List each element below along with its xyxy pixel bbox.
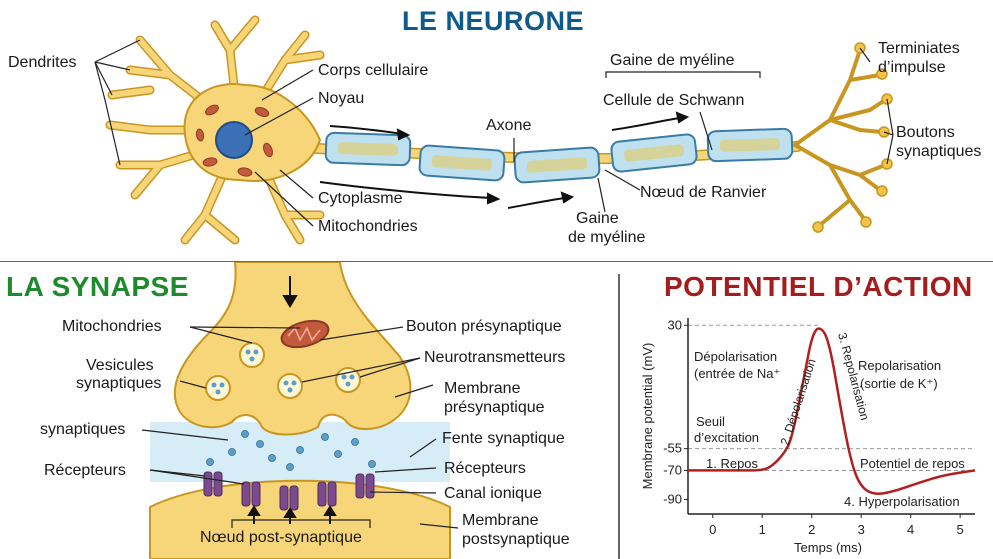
x-tick-label: 1 — [759, 522, 766, 537]
label-terminals-2: d’impulse — [878, 59, 946, 76]
label-syn-mitochondria: Mitochondries — [62, 318, 162, 335]
action-potential-title: POTENTIEL D’ACTION — [664, 271, 973, 302]
x-tick-label: 2 — [808, 522, 815, 537]
label-boutons-1: Boutons — [896, 124, 955, 141]
label-syn-neurotransmitters: Neurotransmetteurs — [424, 349, 566, 366]
y-tick-label: -55 — [663, 441, 682, 456]
neuron-title: LE NEURONE — [402, 6, 585, 36]
label-myelin-sheath-bottom-2: de myéline — [568, 229, 646, 246]
label-syn-receptors-right: Récepteurs — [444, 460, 526, 477]
annotation-threshold-2: d’excitation — [694, 430, 759, 445]
annotation-depol-2: (entrée de Na⁺ — [694, 366, 780, 381]
annotation-threshold-1: Seuil — [696, 414, 725, 429]
label-schwann-cell: Cellule de Schwann — [603, 92, 745, 109]
annotation-repol-1: Repolarisation — [858, 358, 941, 373]
synapse-title: LA SYNAPSE — [6, 271, 189, 302]
annotation-rest-potential: Potentiel de repos — [860, 456, 965, 471]
x-tick-label: 0 — [709, 522, 716, 537]
neuron-illustration — [0, 15, 993, 262]
y-tick-label: -70 — [663, 462, 682, 477]
annotation-depol-phase: 2. Dépolarisation — [778, 357, 819, 447]
label-dendrites: Dendrites — [8, 54, 77, 71]
annotation-hyper: 4. Hyperpolarisation — [844, 494, 960, 509]
presynaptic-bouton — [173, 262, 412, 436]
label-axon: Axone — [486, 117, 532, 134]
x-tick-label: 5 — [957, 522, 964, 537]
label-syn-postsyn-2: postsynaptique — [462, 531, 570, 548]
annotation-rest: 1. Repos — [706, 456, 759, 471]
label-myelin-sheath-bottom-1: Gaine — [576, 210, 619, 227]
label-syn-postsyn-1: Membrane — [462, 512, 539, 529]
label-myelin-sheath-top: Gaine de myéline — [610, 52, 735, 69]
label-syn-post-node: Nœud post-synaptique — [200, 529, 362, 546]
label-syn-presyn-1: Membrane — [444, 380, 521, 397]
action-potential-chart: 30 -55 -70 -90 0 1 2 3 4 5 Temps (ms) Membrane po… — [640, 317, 976, 555]
annotation-repol-2: (sortie de K⁺) — [860, 376, 938, 391]
label-syn-presyn-2: présynaptique — [444, 399, 545, 416]
label-boutons-2: synaptiques — [896, 143, 982, 160]
label-node-ranvier: Nœud de Ranvier — [640, 184, 767, 201]
x-tick-label: 4 — [907, 522, 914, 537]
label-syn-ion-channel: Canal ionique — [444, 485, 542, 502]
annotation-depol-1: Dépolarisation — [694, 349, 777, 364]
label-cytoplasm: Cytoplasme — [318, 190, 403, 207]
action-potential-trace — [687, 327, 976, 495]
cell-body — [183, 83, 322, 182]
label-syn-vesicles-1: Vesicules — [86, 357, 154, 374]
x-axis-label: Temps (ms) — [794, 540, 862, 555]
label-cell-body: Corps cellulaire — [318, 62, 429, 79]
label-syn-cleft: Fente synaptique — [442, 430, 565, 447]
label-mitochondria: Mitochondries — [318, 218, 418, 235]
y-axis-label: Membrane potential (mV) — [640, 343, 655, 490]
label-nucleus: Noyau — [318, 90, 365, 107]
label-syn-bouton: Bouton présynaptique — [406, 318, 562, 335]
synapse-illustration — [141, 262, 620, 559]
x-tick-label: 3 — [858, 522, 865, 537]
label-syn-vesicles-2: synaptiques — [76, 375, 162, 392]
label-syn-synaptiques: synaptiques — [40, 421, 126, 438]
label-syn-receptors-left: Récepteurs — [44, 462, 126, 479]
nucleus — [215, 121, 253, 159]
label-terminals-1: Terminiates — [878, 40, 960, 57]
y-tick-label: 30 — [668, 317, 682, 332]
y-tick-label: -90 — [663, 491, 682, 506]
